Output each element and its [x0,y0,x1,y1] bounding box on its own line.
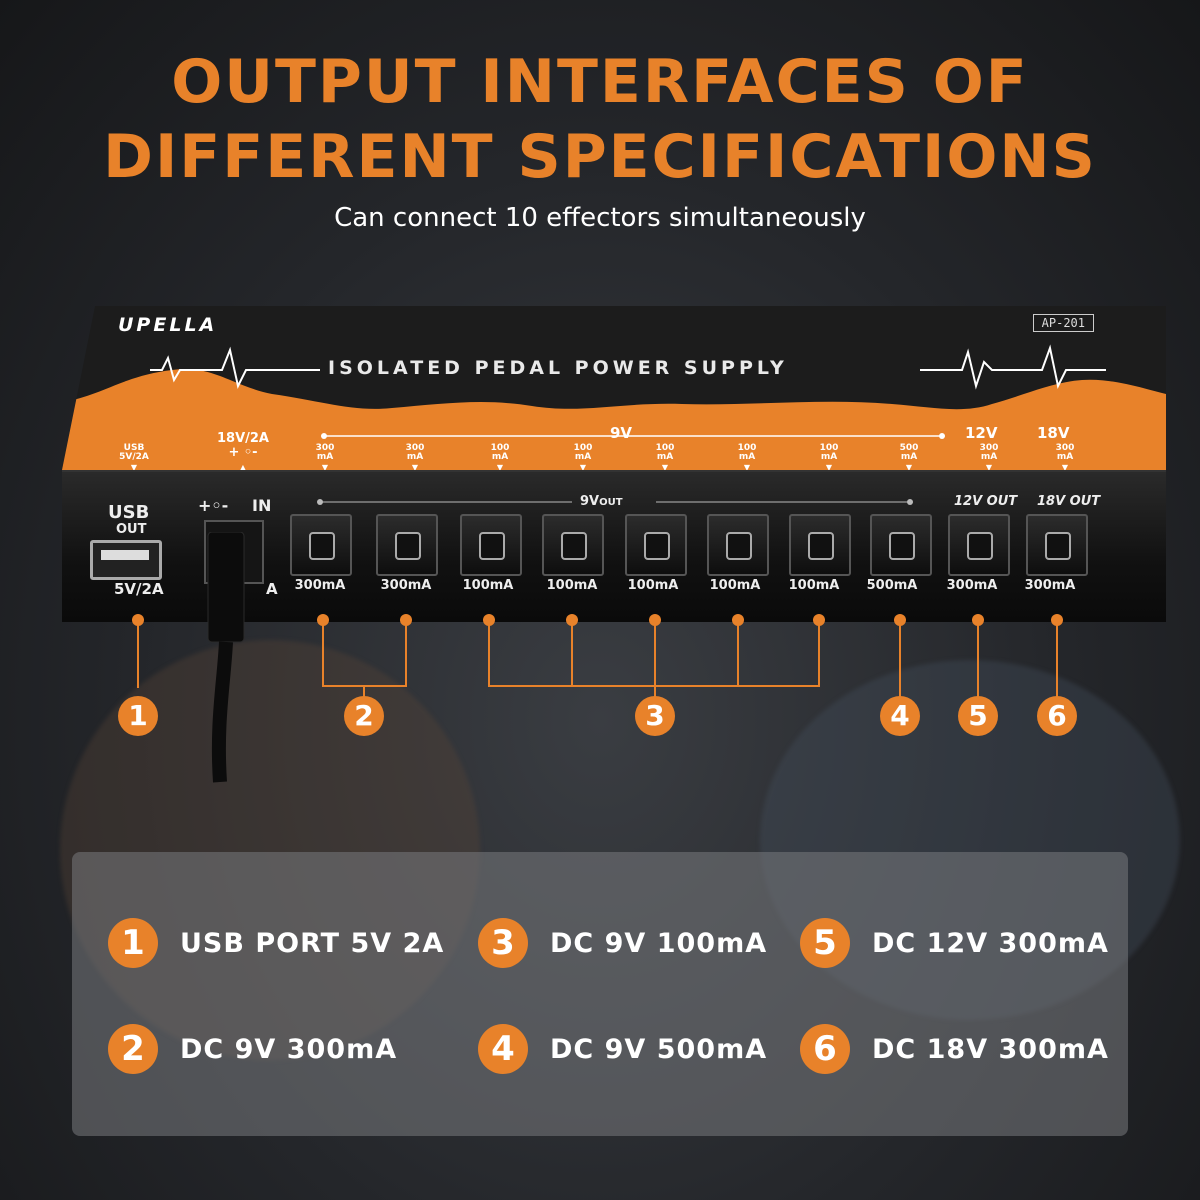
legend-number: 4 [478,1024,528,1074]
callout-dot-2a [317,614,329,626]
dc-jack-9[interactable] [948,514,1010,576]
label-18v: 18V [1037,424,1070,442]
out-12v-label: 12V OUT [954,494,1018,509]
usb-rating: 5V/2A [114,580,164,598]
power-cable [207,532,245,783]
callout-dot-1 [132,614,144,626]
device-top-panel: UPELLA AP-201 ISOLATED PEDAL POWER SUPPL… [62,306,1166,470]
usb-out-label: OUT [116,522,147,537]
jack-rating-10: 300mA [1024,578,1076,593]
dc-in-rating-partial: A [266,580,278,598]
usb-label: USB [108,502,150,523]
dc-jack-6[interactable] [707,514,769,576]
legend-text: DC 9V 300mA [180,1033,398,1065]
device-title: ISOLATED PEDAL POWER SUPPLY [328,357,788,379]
subtitle: Can connect 10 effectors simultaneously [334,203,866,233]
dc-jack-3[interactable] [460,514,522,576]
jack-rating-3: 100mA [462,578,514,593]
orange-landscape [62,344,1166,470]
legend-item-2: 2 DC 9V 300mA [108,1024,397,1074]
jack-rating-1: 300mA [294,578,346,593]
jack-rating-4: 100mA [546,578,598,593]
callout-number-4: 4 [880,696,920,736]
jack-rating-7: 100mA [788,578,840,593]
legend-text: DC 12V 300mA [872,927,1109,959]
device-front-panel: USB OUT 5V/2A +◦- IN A 9VOUT 12V OUT 18V… [62,470,1166,783]
jack-rating-2: 300mA [380,578,432,593]
dc-jack-1[interactable] [290,514,352,576]
legend-item-6: 6 DC 18V 300mA [800,1024,1109,1074]
legend-number: 5 [800,918,850,968]
legend-text: DC 9V 100mA [550,927,768,959]
jack-rating-8: 500mA [866,578,918,593]
callout-dot-3e [813,614,825,626]
dc-jack-4[interactable] [542,514,604,576]
dc-jack-7[interactable] [789,514,851,576]
legend-text: DC 9V 500mA [550,1033,768,1065]
legend-panel: 1 USB PORT 5V 2A 3 DC 9V 100mA 5 DC 12V … [72,852,1128,1136]
dc-jack-10[interactable] [1026,514,1088,576]
dc-in-label: IN [252,496,272,515]
top-label-input: 18V/2A+ ◦-▲ [216,431,269,471]
legend-number: 3 [478,918,528,968]
callout-lines [137,620,1058,698]
headline-line-1: OUTPUT INTERFACES OF [171,47,1029,117]
legend-text: USB PORT 5V 2A [180,927,445,959]
callout-dot-5 [972,614,984,626]
callout-dot-3a [483,614,495,626]
callout-dot-3c [649,614,661,626]
legend-item-4: 4 DC 9V 500mA [478,1024,767,1074]
jack-rating-9: 300mA [946,578,998,593]
legend-number: 6 [800,1024,850,1074]
callout-dot-4 [894,614,906,626]
legend-number: 1 [108,918,158,968]
dc-in-symbol: +◦- [198,496,229,515]
callout-number-1: 1 [118,696,158,736]
model-number: AP-201 [1032,314,1094,332]
out-18v-label: 18V OUT [1037,494,1101,509]
label-9v: 9V [610,424,633,442]
usb-port[interactable] [90,540,162,580]
jack-rating-5: 100mA [627,578,679,593]
out-9v-label: 9VOUT [580,494,623,509]
callout-dot-3d [732,614,744,626]
callout-number-3: 3 [635,696,675,736]
callout-number-2: 2 [344,696,384,736]
dc-jack-2[interactable] [376,514,438,576]
legend-item-5: 5 DC 12V 300mA [800,918,1109,968]
callout-number-5: 5 [958,696,998,736]
legend-text: DC 18V 300mA [872,1033,1109,1065]
callout-number-6: 6 [1037,696,1077,736]
legend-number: 2 [108,1024,158,1074]
dc-jack-5[interactable] [625,514,687,576]
callout-dot-3b [566,614,578,626]
brand-logo: UPELLA [118,314,218,336]
out-9v-line [317,499,913,505]
legend-item-3: 3 DC 9V 100mA [478,918,767,968]
label-12v: 12V [965,424,998,442]
callout-dot-6 [1051,614,1063,626]
headline-line-2: DIFFERENT SPECIFICATIONS [103,122,1097,192]
jack-rating-6: 100mA [709,578,761,593]
callout-dot-2b [400,614,412,626]
dc-jack-8[interactable] [870,514,932,576]
legend-item-1: 1 USB PORT 5V 2A [108,918,444,968]
